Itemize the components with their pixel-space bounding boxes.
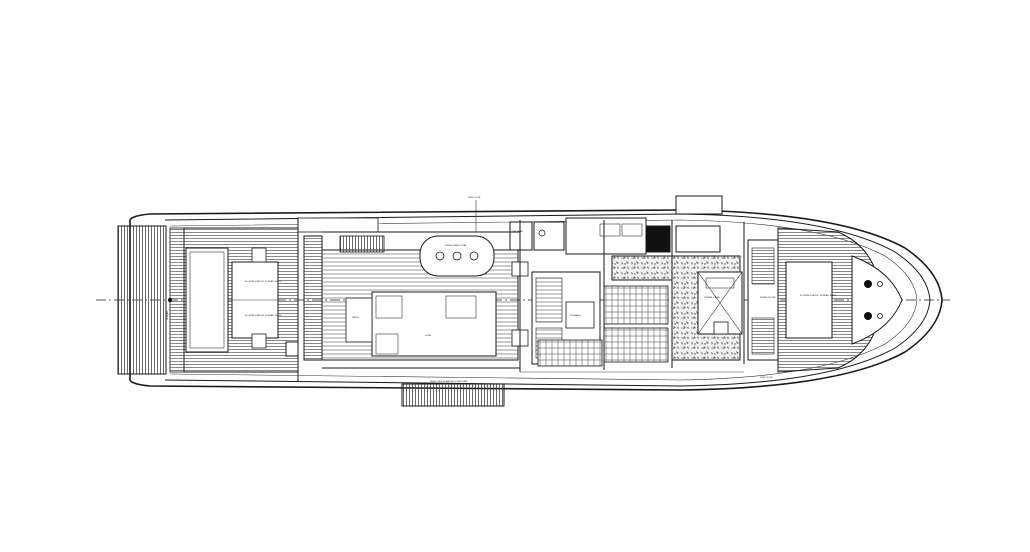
aft-sunpad xyxy=(185,247,229,353)
boarding-platform-label: SHELL SIDE BOARDING PLATFORM xyxy=(430,380,467,383)
dining-label: DINING TABLE 8 PAX xyxy=(445,244,467,247)
day-head xyxy=(509,221,533,251)
stern-platform xyxy=(117,225,167,375)
side-boarding-platform xyxy=(401,383,505,407)
owner-cabin-label: OWNER CABIN xyxy=(704,296,720,299)
bow-sunpad-label: FLOATING PALLET SUNPAD SEATS xyxy=(800,294,837,297)
aft-steps xyxy=(303,235,323,361)
storage-label: STORAGE xyxy=(570,314,581,317)
bow-sunpad xyxy=(785,261,833,339)
aft-lounge-label-stbd: FLOATING PALLET SUNPAD SEATS xyxy=(245,314,282,317)
wheelhouse-label: WHEELHOUSE xyxy=(760,297,776,299)
saloon-table-label: TABLE xyxy=(352,316,359,319)
aft-sunpad-label: SUNPAD xyxy=(166,311,169,320)
aft-lounge-label-port: FLOATING PALLET SUNPAD SEATS xyxy=(245,280,282,283)
side-door-label: SIDE DOOR xyxy=(760,377,773,379)
top-note: SIDE DOOR xyxy=(468,197,481,199)
saloon-sofa-label: SOFA xyxy=(425,334,431,337)
dining-table xyxy=(419,235,495,277)
saloon-sofa xyxy=(371,291,497,357)
saloon-tv-unit xyxy=(345,297,373,343)
